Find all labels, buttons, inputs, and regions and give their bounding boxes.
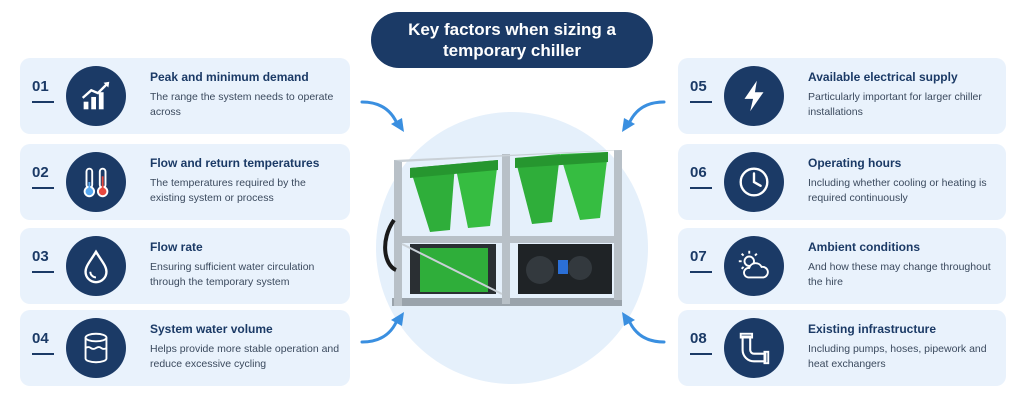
factor-description: The range the system needs to operate ac… <box>150 91 334 118</box>
chart-up-icon <box>66 66 126 126</box>
number-underline <box>32 271 54 273</box>
factor-title: Peak and minimum demand <box>150 70 309 84</box>
arrow-bottom-left <box>360 312 404 344</box>
factor-number: 08 <box>690 330 707 347</box>
chiller-illustration <box>383 150 622 306</box>
page-title: Key factors when sizing a temporary chil… <box>408 20 616 60</box>
factor-number: 07 <box>690 248 707 265</box>
factor-number: 03 <box>32 248 49 265</box>
factor-number: 05 <box>690 78 707 95</box>
arrow-top-right <box>622 100 666 132</box>
factor-card-07: 07 Ambient conditions And how these may … <box>678 228 1006 304</box>
factor-card-05: 05 Available electrical supply Particula… <box>678 58 1006 134</box>
factor-card-06: 06 Operating hours Including whether coo… <box>678 144 1006 220</box>
number-underline <box>690 353 712 355</box>
water-drop-icon <box>66 236 126 296</box>
arrow-top-left <box>360 100 404 132</box>
factor-title: Available electrical supply <box>808 70 958 84</box>
lightning-icon <box>724 66 784 126</box>
factor-title: Flow rate <box>150 240 203 254</box>
water-tank-icon <box>66 318 126 378</box>
factor-title: Ambient conditions <box>808 240 920 254</box>
pipe-icon <box>724 318 784 378</box>
thermometers-icon <box>66 152 126 212</box>
arrow-bottom-right <box>622 312 666 344</box>
number-underline <box>32 101 54 103</box>
factor-title: Flow and return temperatures <box>150 156 320 170</box>
number-underline <box>32 187 54 189</box>
factor-number: 06 <box>690 164 707 181</box>
title-banner: Key factors when sizing a temporary chil… <box>371 12 653 68</box>
factor-description: Ensuring sufficient water circulation th… <box>150 261 315 288</box>
factor-card-03: 03 Flow rate Ensuring sufficient water c… <box>20 228 350 304</box>
factor-description: And how these may change throughout the … <box>808 261 991 288</box>
number-underline <box>690 187 712 189</box>
factor-number: 01 <box>32 78 49 95</box>
number-underline <box>690 101 712 103</box>
factor-title: Operating hours <box>808 156 902 170</box>
factor-number: 04 <box>32 330 49 347</box>
factor-card-04: 04 System water volume Helps provide mor… <box>20 310 350 386</box>
number-underline <box>690 271 712 273</box>
factor-description: Helps provide more stable operation and … <box>150 343 340 370</box>
number-underline <box>32 353 54 355</box>
factor-card-02: 02 Flow and return temperatures The temp… <box>20 144 350 220</box>
factor-number: 02 <box>32 164 49 181</box>
factor-card-08: 08 Existing infrastructure Including pum… <box>678 310 1006 386</box>
factor-description: The temperatures required by the existin… <box>150 177 306 204</box>
factor-description: Including whether cooling or heating is … <box>808 177 987 204</box>
factor-description: Particularly important for larger chille… <box>808 91 982 118</box>
clock-icon <box>724 152 784 212</box>
factor-card-01: 01 Peak and minimum demand The range the… <box>20 58 350 134</box>
factor-description: Including pumps, hoses, pipework and hea… <box>808 343 987 370</box>
factor-title: System water volume <box>150 322 273 336</box>
sun-cloud-icon <box>724 236 784 296</box>
factor-title: Existing infrastructure <box>808 322 937 336</box>
